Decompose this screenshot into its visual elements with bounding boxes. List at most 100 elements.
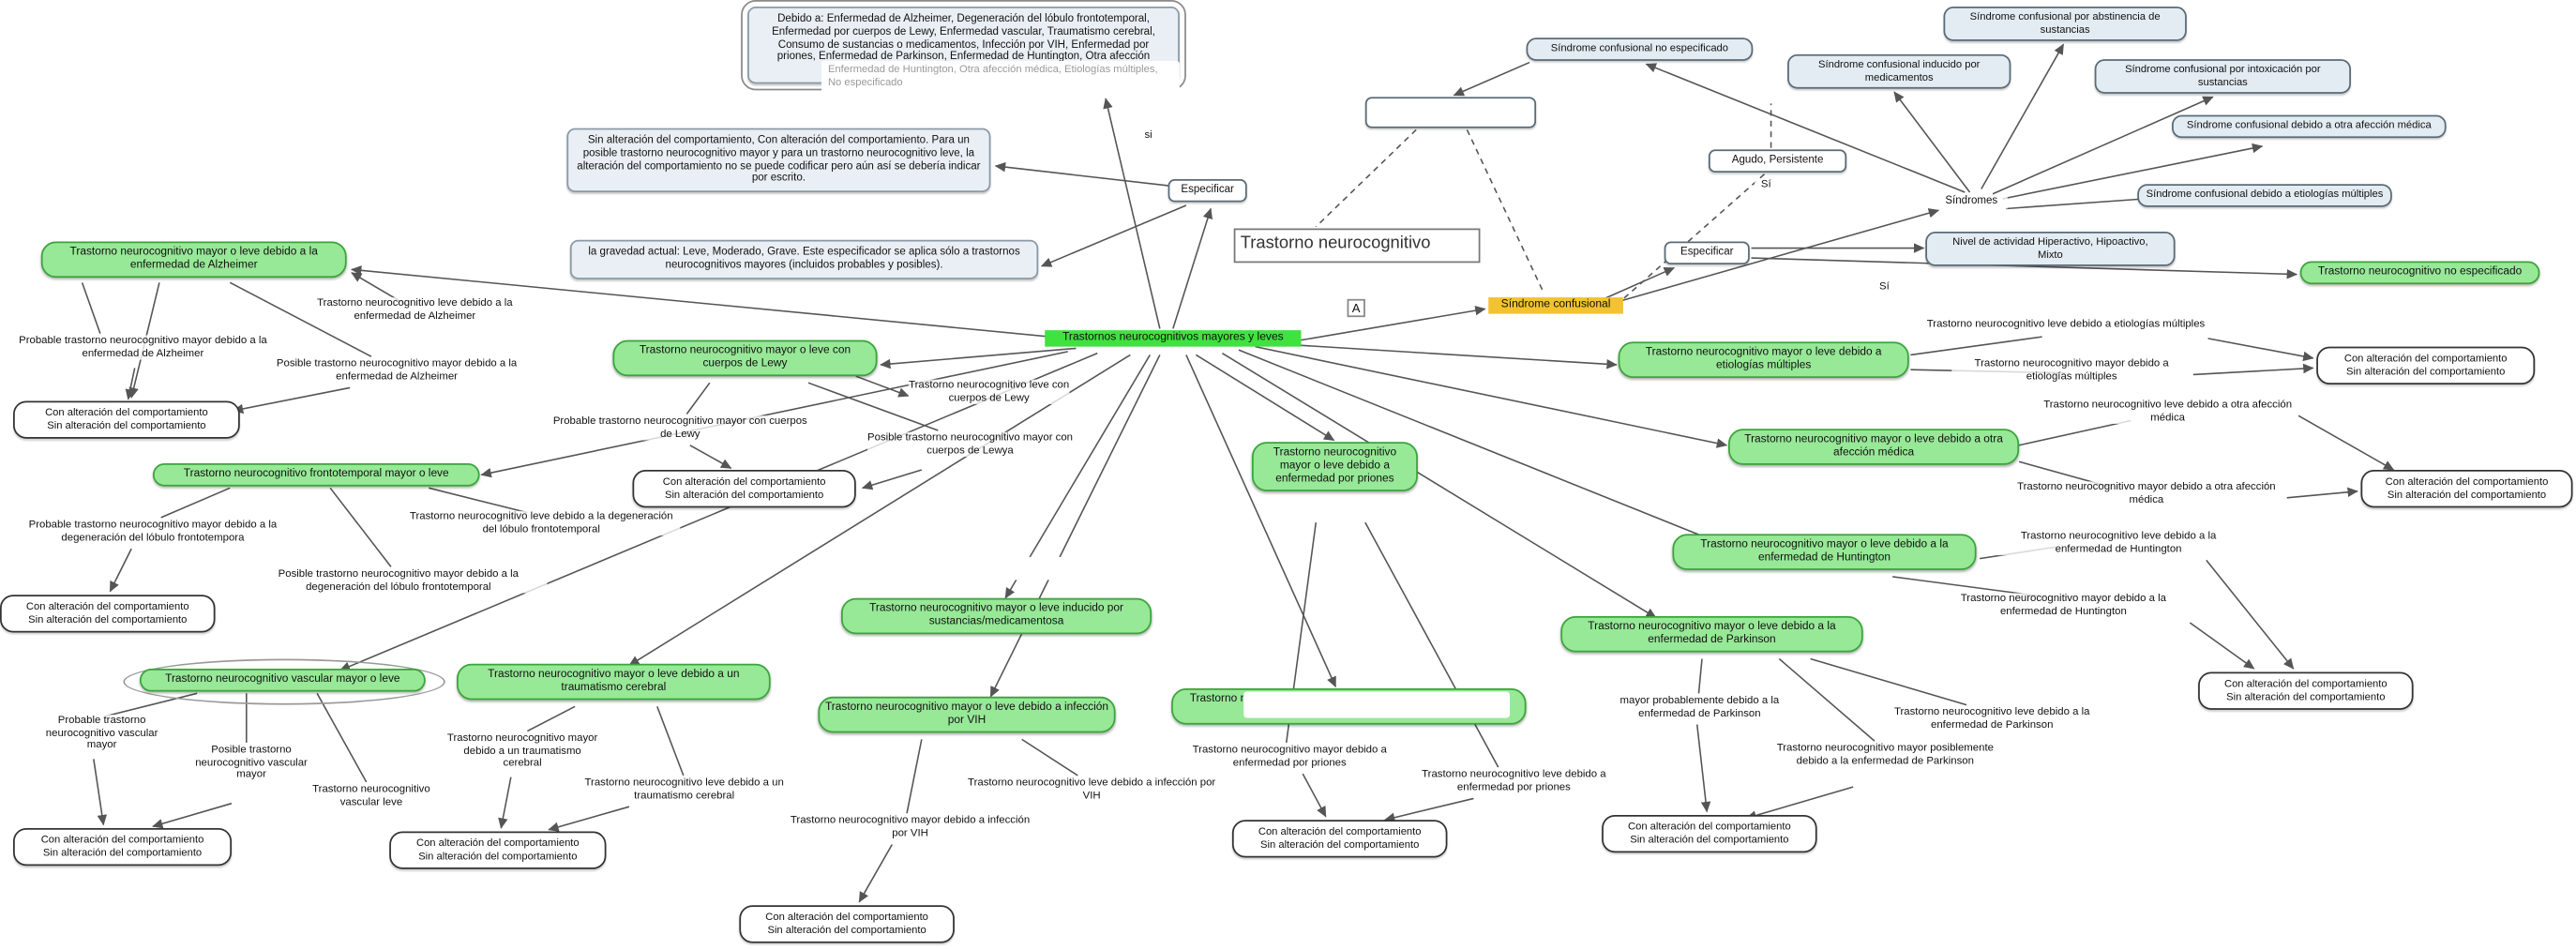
synd-intoxicacion[interactable]: Síndrome confusional por intoxicación po… (2094, 59, 2351, 95)
lbl-fronto-probable[interactable]: Probable trastorno neurocognitivo mayor … (8, 519, 298, 545)
concept-huntington[interactable]: Trastorno neurocognitivo mayor o leve de… (1672, 534, 1977, 570)
lbl-alz-probable[interactable]: Probable trastorno neurocognitivo mayor … (5, 335, 281, 361)
synd-medicamentos[interactable]: Síndrome confusional inducido por medica… (1787, 53, 2011, 89)
lbl-vih-mayor[interactable]: Trastorno neurocognitivo mayor debido a … (785, 814, 1035, 840)
edge (329, 487, 392, 567)
edge (807, 382, 939, 431)
spec-frontotemporal[interactable]: Con alteración del comportamiento Sin al… (0, 595, 216, 633)
si-label-3[interactable]: Sí (1755, 178, 1778, 192)
edge (480, 351, 1068, 478)
info-gravedad[interactable]: la gravedad actual: Leve, Moderado, Grav… (569, 239, 1039, 279)
especificar-right[interactable]: Especificar (1664, 241, 1750, 264)
sindrome-confusional[interactable]: Síndrome confusional (1488, 297, 1623, 314)
spec-vascular[interactable]: Con alteración del comportamiento Sin al… (13, 827, 233, 867)
lbl-parkinson-probable[interactable]: mayor probablemente debido a la enfermed… (1589, 695, 1809, 720)
edge (527, 705, 576, 732)
edge (316, 692, 368, 783)
concept-traumatismo[interactable]: Trastorno neurocognitivo mayor o leve de… (457, 663, 771, 701)
lbl-alz-leve[interactable]: Trastorno neurocognitivo leve debido a l… (311, 297, 518, 323)
spec-vih[interactable]: Con alteración del comportamiento Sin al… (739, 905, 955, 943)
spec-lewy[interactable]: Con alteración del comportamiento Sin al… (632, 470, 856, 508)
edge (1222, 352, 1657, 619)
lbl-lewy-posible[interactable]: Posible trastorno neurocognitivo mayor c… (867, 431, 1074, 458)
sindromes-label[interactable]: Síndromes (1935, 195, 2008, 209)
lbl-vascular-probable[interactable]: Probable trastorno neurocognitivo vascul… (36, 715, 168, 753)
lbl-lewy-leve[interactable]: Trastorno neurocognitivo leve con cuerpo… (908, 379, 1070, 405)
edge (1301, 305, 1486, 341)
concept-no-especificado[interactable]: Trastorno neurocognitivo no especificado (2299, 261, 2540, 285)
si-label-2[interactable]: Sí (1873, 280, 1896, 294)
synd-no-especificado[interactable]: Síndrome confusional no especificado (1526, 38, 1754, 61)
lbl-lewy-probable[interactable]: Probable trastorno neurocognitivo mayor … (550, 415, 810, 442)
edge (1910, 336, 2042, 356)
lbl-vih-leve[interactable]: Trastorno neurocognitivo leve debido a i… (960, 777, 1223, 803)
edge (2002, 143, 2264, 200)
spec-huntington[interactable]: Con alteración del comportamiento Sin al… (2198, 671, 2414, 710)
edge (152, 802, 233, 829)
lbl-parkinson-leve[interactable]: Trastorno neurocognitivo leve debido a l… (1869, 706, 2115, 732)
concept-parkinson[interactable]: Trastorno neurocognitivo mayor o leve de… (1560, 615, 1863, 653)
edge (994, 161, 1168, 187)
empty-node-box[interactable] (1364, 97, 1537, 128)
lbl-trauma-mayor[interactable]: Trastorno neurocognitivo mayor debido a … (444, 732, 602, 771)
agudo-persistente[interactable]: Agudo, Persistente (1708, 149, 1847, 173)
spec-priones[interactable]: Con alteración del comportamiento Sin al… (1231, 820, 1448, 858)
synd-etiologias[interactable]: Síndrome confusional debido a etiologías… (2137, 184, 2392, 206)
spec-alzheimer[interactable]: Con alteración del comportamiento Sin al… (13, 400, 240, 439)
edge (2189, 622, 2255, 670)
lbl-alz-posible[interactable]: Posible trastorno neurocognitivo mayor d… (254, 357, 539, 384)
edge (1893, 91, 1971, 193)
edge (1697, 658, 1703, 694)
lbl-huntington-leve[interactable]: Trastorno neurocognitivo leve debido a l… (1997, 530, 2239, 556)
spec-etiologias[interactable]: Con alteración del comportamiento Sin al… (2316, 346, 2536, 385)
concept-sustancias[interactable]: Trastorno neurocognitivo mayor o leve in… (840, 597, 1152, 635)
edge (858, 844, 893, 903)
edge (160, 487, 231, 519)
edge (2206, 559, 2295, 670)
edge (1302, 773, 1327, 818)
lbl-fronto-posible[interactable]: Posible trastorno neurocognitivo mayor d… (249, 568, 548, 594)
concept-priones[interactable]: Trastorno neurocognitivo mayor o leve de… (1251, 442, 1418, 491)
lbl-otra-mayor[interactable]: Trastorno neurocognitivo mayor debido a … (2007, 481, 2285, 507)
lbl-priones-mayor[interactable]: Trastorno neurocognitivo mayor debido a … (1169, 744, 1410, 770)
lbl-parkinson-posible[interactable]: Trastorno neurocognitivo mayor posibleme… (1774, 742, 1996, 768)
concept-lewy[interactable]: Trastorno neurocognitivo mayor o leve co… (612, 339, 878, 377)
spec-parkinson[interactable]: Con alteración del comportamiento Sin al… (1602, 814, 1817, 853)
concept-otra-afeccion[interactable]: Trastorno neurocognitivo mayor o leve de… (1728, 429, 2020, 465)
lbl-huntington-mayor[interactable]: Trastorno neurocognitivo mayor debido a … (1935, 593, 2192, 619)
lbl-priones-leve[interactable]: Trastorno neurocognitivo leve debido a e… (1396, 768, 1632, 794)
synd-otra-afeccion[interactable]: Síndrome confusional debido a otra afecc… (2172, 114, 2447, 138)
lbl-vascular-posible[interactable]: Posible trastorno neurocognitivo vascula… (191, 744, 311, 782)
concept-etiologias[interactable]: Trastorno neurocognitivo mayor o leve de… (1618, 341, 1909, 378)
concept-vih[interactable]: Trastorno neurocognitivo mayor o leve de… (818, 696, 1116, 733)
lbl-etiologias-leve[interactable]: Trastorno neurocognitivo leve debido a e… (1925, 318, 2207, 332)
nivel-actividad[interactable]: Nivel de actividad Hiperactivo, Hipoacti… (1925, 232, 2176, 266)
lbl-trauma-leve[interactable]: Trastorno neurocognitivo leve debido a u… (562, 777, 807, 803)
lbl-fronto-leve[interactable]: Trastorno neurocognitivo leve debido a l… (402, 510, 681, 536)
edge (2192, 363, 2314, 376)
lbl-otra-leve[interactable]: Trastorno neurocognitivo leve debido a o… (2037, 399, 2298, 425)
edge (229, 281, 372, 357)
text-style-a-icon[interactable]: A (1347, 298, 1365, 318)
info-comportamiento[interactable]: Sin alteración del comportamiento, Con a… (566, 128, 991, 193)
especificar-left[interactable]: Especificar (1167, 178, 1247, 203)
spec-traumatismo[interactable]: Con alteración del comportamiento Sin al… (389, 831, 607, 869)
edge (1981, 43, 2065, 189)
synd-abstinencia[interactable]: Síndrome confusional por abstinencia de … (1943, 7, 2187, 41)
spec-otra-afeccion[interactable]: Con alteración del comportamiento Sin al… (2360, 470, 2573, 508)
edge (498, 777, 512, 829)
concept-vascular[interactable]: Trastorno neurocognitivo vascular mayor … (139, 669, 426, 692)
hub-trastornos-neurocognitivos[interactable]: Trastornos neurocognitivos mayores y lev… (1045, 330, 1302, 347)
edge (1040, 204, 1187, 267)
lbl-etiologias-mayor[interactable]: Trastorno neurocognitivo mayor debido a … (1951, 357, 2192, 384)
edge (1238, 349, 1723, 545)
lbl-vascular-leve[interactable]: Trastorno neurocognitivo vascular leve (295, 783, 447, 809)
rename-editor[interactable]: Trastorno neurocognitivo (1233, 228, 1481, 264)
edge (1778, 657, 1876, 742)
si-label-1[interactable]: si (1137, 129, 1160, 143)
concept-alzheimer[interactable]: Trastorno neurocognitivo mayor o leve de… (40, 241, 347, 279)
concept-frontotemporal[interactable]: Trastorno neurocognitivo frontotemporal … (152, 463, 480, 487)
edge (1992, 96, 2214, 195)
